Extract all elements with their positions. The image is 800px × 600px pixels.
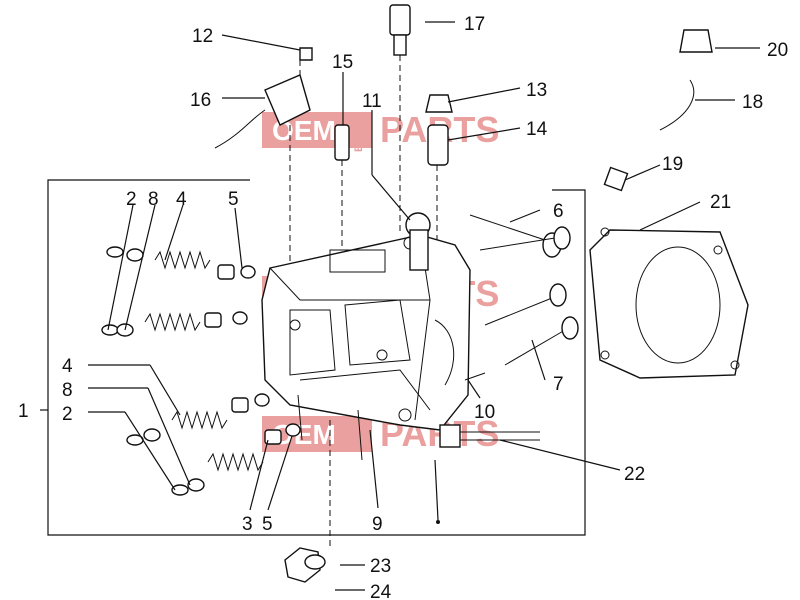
callout-11: 11 <box>362 91 382 112</box>
callout-8b: 8 <box>62 380 73 401</box>
callout-8: 8 <box>148 189 159 210</box>
alignment-lines <box>289 55 438 548</box>
callout-17: 17 <box>464 14 485 35</box>
callout-16: 16 <box>190 90 211 111</box>
cylinder-head <box>261 234 471 431</box>
valve-spring-set <box>101 246 301 496</box>
callout-10: 10 <box>474 402 495 423</box>
callout-21: 21 <box>710 192 731 213</box>
callout-23: 23 <box>370 556 391 577</box>
callout-2b: 2 <box>62 404 73 425</box>
callout-18: 18 <box>742 92 763 113</box>
bottom-parts <box>284 372 540 583</box>
callout-7: 7 <box>553 374 564 395</box>
callout-4b: 4 <box>62 356 73 377</box>
callout-1: 1 <box>18 401 29 422</box>
callout-labels: 1 2 2 3 4 4 5 5 6 7 8 8 9 10 11 12 13 14… <box>18 14 788 600</box>
callout-5: 5 <box>228 189 239 210</box>
top-parts <box>214 4 713 271</box>
callout-15: 15 <box>332 52 353 73</box>
callout-24: 24 <box>370 582 392 600</box>
callout-20: 20 <box>767 40 788 61</box>
callout-6: 6 <box>553 201 564 222</box>
callout-4: 4 <box>176 189 187 210</box>
svg-text:OEM: OEM <box>272 419 336 450</box>
callout-3: 3 <box>242 514 253 535</box>
callout-5b: 5 <box>262 514 273 535</box>
head-gasket <box>589 227 749 379</box>
svg-text:BIKE: BIKE <box>353 126 365 152</box>
assembly-box <box>47 179 586 536</box>
callout-13: 13 <box>526 80 547 101</box>
callout-14: 14 <box>526 119 548 140</box>
callout-12: 12 <box>192 26 213 47</box>
valves <box>469 214 579 366</box>
callout-9: 9 <box>372 514 383 535</box>
callout-22: 22 <box>624 464 645 485</box>
callout-2: 2 <box>126 189 137 210</box>
leader-lines <box>40 21 760 591</box>
callout-19: 19 <box>662 154 683 175</box>
